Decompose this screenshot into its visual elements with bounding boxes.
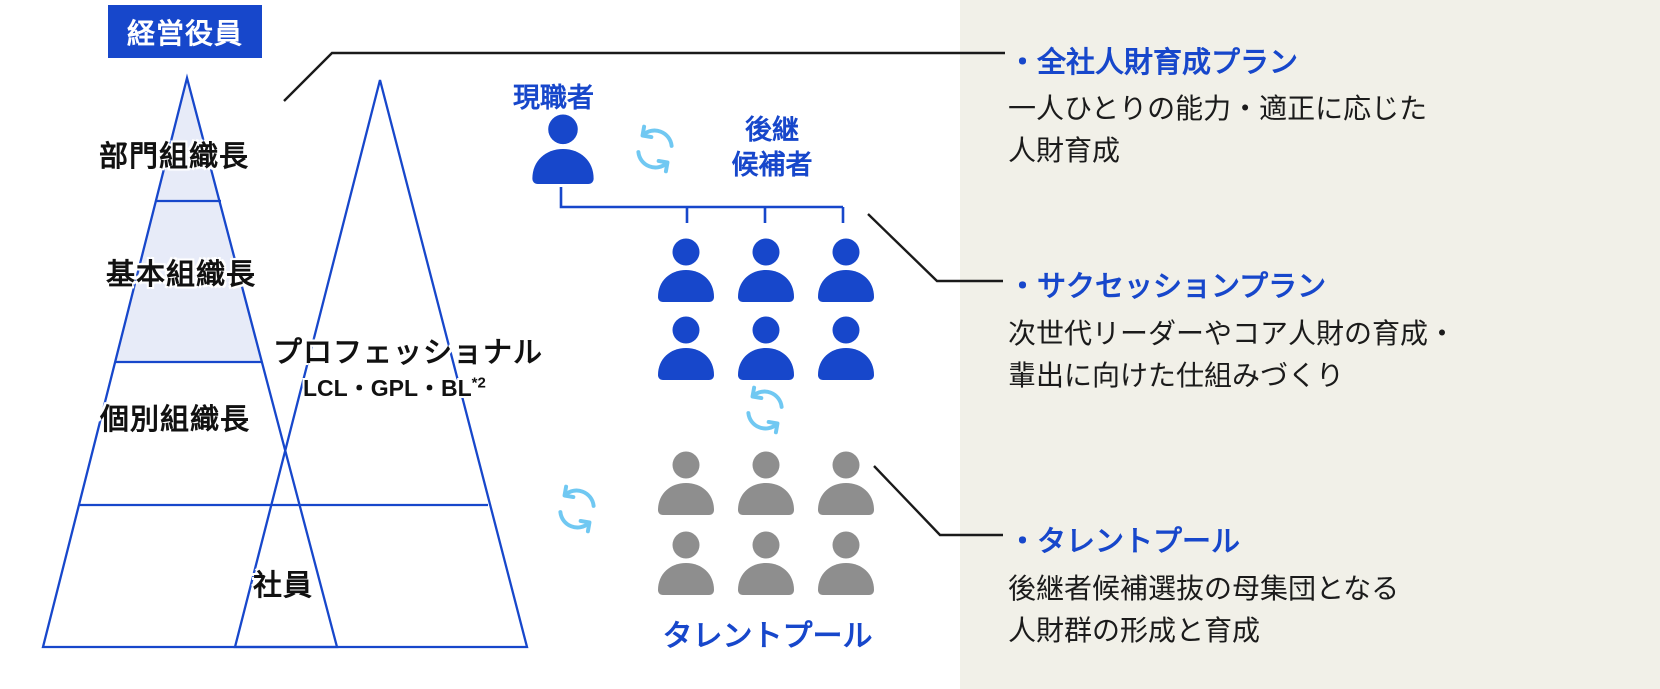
incumbent-person-icon (532, 114, 594, 184)
right-pyramid-outline (233, 79, 529, 649)
connector-line-development-plan (283, 51, 1005, 102)
professional-label: プロフェッショナル (273, 337, 544, 369)
person-icon (738, 238, 794, 302)
panel-item-succession-plan-title: ・サクセッションプラン (1008, 271, 1327, 303)
panel-item-development-plan-title: ・全社人財育成プラン (1008, 47, 1299, 79)
pyramid-top-fill (115, 78, 262, 362)
panel-item-development-plan-body: 一人ひとりの能力・適正に応じた 人財育成 (1008, 88, 1427, 172)
professional-footnote: *2 (471, 374, 486, 392)
panel-body-line: 輩出に向けた仕組みづくり (1008, 360, 1345, 391)
person-icon (658, 238, 714, 302)
person-icon (658, 451, 714, 515)
person-icon (658, 316, 714, 380)
pyramid-level3-label: 個別組織長 (100, 404, 251, 436)
successor-candidates-label: 後継 候補者 (731, 115, 813, 180)
panel-item-talent-pool-title: ・タレントプール (1008, 526, 1241, 558)
panel-body-line: 次世代リーダーやコア人財の育成・ (1008, 318, 1457, 349)
professional-sub-label: LCL・GPL・BL*2 (303, 369, 486, 403)
connector-line-talent-pool (873, 465, 1003, 537)
employee-label: 社員 (253, 570, 314, 602)
panel-item-succession-plan-body: 次世代リーダーやコア人財の育成・ 輩出に向けた仕組みづくり (1008, 313, 1456, 397)
person-icon (738, 316, 794, 380)
cycle-arrows-icon (558, 484, 596, 534)
person-icon (658, 531, 714, 595)
panel-body-line: 人財群の形成と育成 (1008, 615, 1261, 646)
person-icon (818, 316, 874, 380)
panel-body-line: 一人ひとりの能力・適正に応じた (1008, 93, 1428, 124)
pyramid-level1-label: 部門組織長 (99, 141, 250, 173)
connector-line-succession-plan (867, 213, 1003, 283)
description-panel-background (960, 0, 1660, 689)
panel-body-line: 人財育成 (1008, 135, 1121, 166)
person-icon (738, 451, 794, 515)
incumbent-label: 現職者 (513, 83, 594, 113)
pyramid-level2-label: 基本組織長 (106, 259, 257, 291)
successor-bracket-line (559, 187, 845, 223)
person-icon (738, 531, 794, 595)
executive-officers-box: 経営役員 (108, 5, 262, 58)
talent-pool-group-label: タレントプール (662, 620, 873, 653)
pyramid-divider-lines (79, 199, 488, 507)
person-icon (818, 531, 874, 595)
person-icon (818, 451, 874, 515)
person-icon (818, 238, 874, 302)
cycle-arrows-icon (636, 124, 674, 174)
cycle-arrows-icon (746, 385, 784, 435)
panel-body-line: 後継者候補選抜の母集団となる (1008, 573, 1400, 604)
panel-item-talent-pool-body: 後継者候補選抜の母集団となる 人財群の形成と育成 (1008, 568, 1399, 652)
professional-sub-text: LCL・GPL・BL (303, 375, 472, 401)
